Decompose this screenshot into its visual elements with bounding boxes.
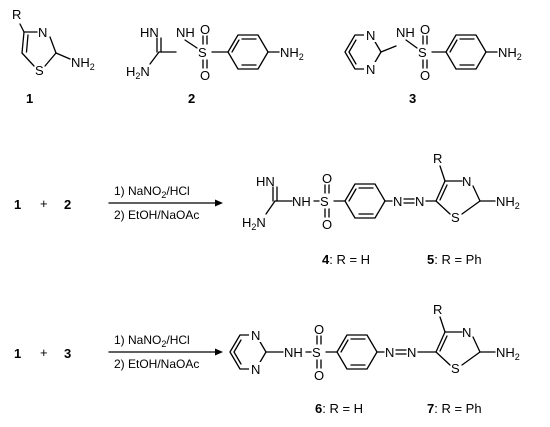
pyrimidine-n-top: N bbox=[366, 28, 375, 43]
compound-number: 1 bbox=[26, 91, 33, 106]
compound-2-structure: HN H2N NH S O O NH2 2 bbox=[126, 22, 304, 106]
imine-group: HN bbox=[140, 25, 159, 40]
nh-group: NH bbox=[284, 345, 303, 360]
compound-number: 2 bbox=[188, 91, 195, 106]
amine-group: NH2 bbox=[496, 194, 520, 211]
oxygen-top: O bbox=[322, 171, 332, 186]
sulfur-atom: S bbox=[418, 45, 427, 60]
condition-step-2: 2) EtOH/NaOAc bbox=[114, 357, 199, 371]
reactant-b: 3 bbox=[64, 346, 71, 361]
substituent-r: R bbox=[433, 302, 442, 317]
sulfur-atom: S bbox=[320, 194, 329, 209]
substituent-r: R bbox=[433, 151, 442, 166]
compound-number: 3 bbox=[409, 91, 416, 106]
sulfur-atom: S bbox=[198, 45, 207, 60]
azo-n-1: N bbox=[393, 194, 402, 209]
compound-3-structure: N N NH S O O NH2 3 bbox=[344, 22, 522, 106]
nh-group: NH bbox=[176, 25, 195, 40]
thiazole-s: S bbox=[451, 210, 460, 225]
azo-n-1: N bbox=[385, 345, 394, 360]
reactant-a: 1 bbox=[14, 346, 21, 361]
oxygen-bottom: O bbox=[200, 68, 210, 83]
azo-n-2: N bbox=[415, 194, 424, 209]
pyrimidine-n-bottom: N bbox=[251, 362, 260, 377]
nh-group: NH bbox=[292, 194, 311, 209]
sulfur-atom: S bbox=[312, 345, 321, 360]
substituent-r: R bbox=[12, 7, 21, 22]
thiazole-s: S bbox=[451, 361, 460, 376]
oxygen-top: O bbox=[314, 322, 324, 337]
imine-group: HN bbox=[256, 174, 275, 189]
condition-step-1: 1) NaNO2/HCl bbox=[114, 333, 190, 349]
ring-s-atom: S bbox=[35, 63, 44, 78]
condition-step-2: 2) EtOH/NaOAc bbox=[114, 208, 199, 222]
oxygen-bottom: O bbox=[420, 68, 430, 83]
plus-sign: + bbox=[40, 196, 48, 211]
product-label-5: 5: R = Ph bbox=[427, 252, 482, 267]
amine-group: NH2 bbox=[498, 45, 522, 62]
amine-group: NH2 bbox=[496, 345, 520, 362]
amine-left: H2N bbox=[242, 215, 266, 232]
pyrimidine-n-bottom: N bbox=[366, 62, 375, 77]
oxygen-bottom: O bbox=[314, 368, 324, 383]
amine-group: NH2 bbox=[280, 45, 304, 62]
amine-left: H2N bbox=[126, 64, 150, 81]
product-label-7: 7: R = Ph bbox=[427, 401, 482, 416]
azo-n-2: N bbox=[407, 345, 416, 360]
reactant-a: 1 bbox=[14, 197, 21, 212]
reactant-b: 2 bbox=[64, 197, 71, 212]
nh-group: NH bbox=[396, 25, 415, 40]
reaction-1: 1 + 2 1) NaNO2/HCl 2) EtOH/NaOAc HN H2N … bbox=[14, 151, 520, 267]
product-label-4: 4: R = H bbox=[322, 252, 370, 267]
reaction-2: 1 + 3 1) NaNO2/HCl 2) EtOH/NaOAc N N NH … bbox=[14, 302, 520, 416]
ring-n-atom: N bbox=[38, 25, 47, 40]
compound-1-structure: R N S NH2 1 bbox=[12, 7, 95, 106]
condition-step-1: 1) NaNO2/HCl bbox=[114, 184, 190, 200]
amine-group: NH2 bbox=[71, 55, 95, 72]
plus-sign: + bbox=[40, 345, 48, 360]
thiazole-n: N bbox=[462, 174, 471, 189]
product-label-6: 6: R = H bbox=[315, 401, 363, 416]
oxygen-top: O bbox=[420, 22, 430, 37]
oxygen-top: O bbox=[200, 22, 210, 37]
pyrimidine-n-top: N bbox=[251, 328, 260, 343]
oxygen-bottom: O bbox=[322, 217, 332, 232]
thiazole-n: N bbox=[462, 325, 471, 340]
